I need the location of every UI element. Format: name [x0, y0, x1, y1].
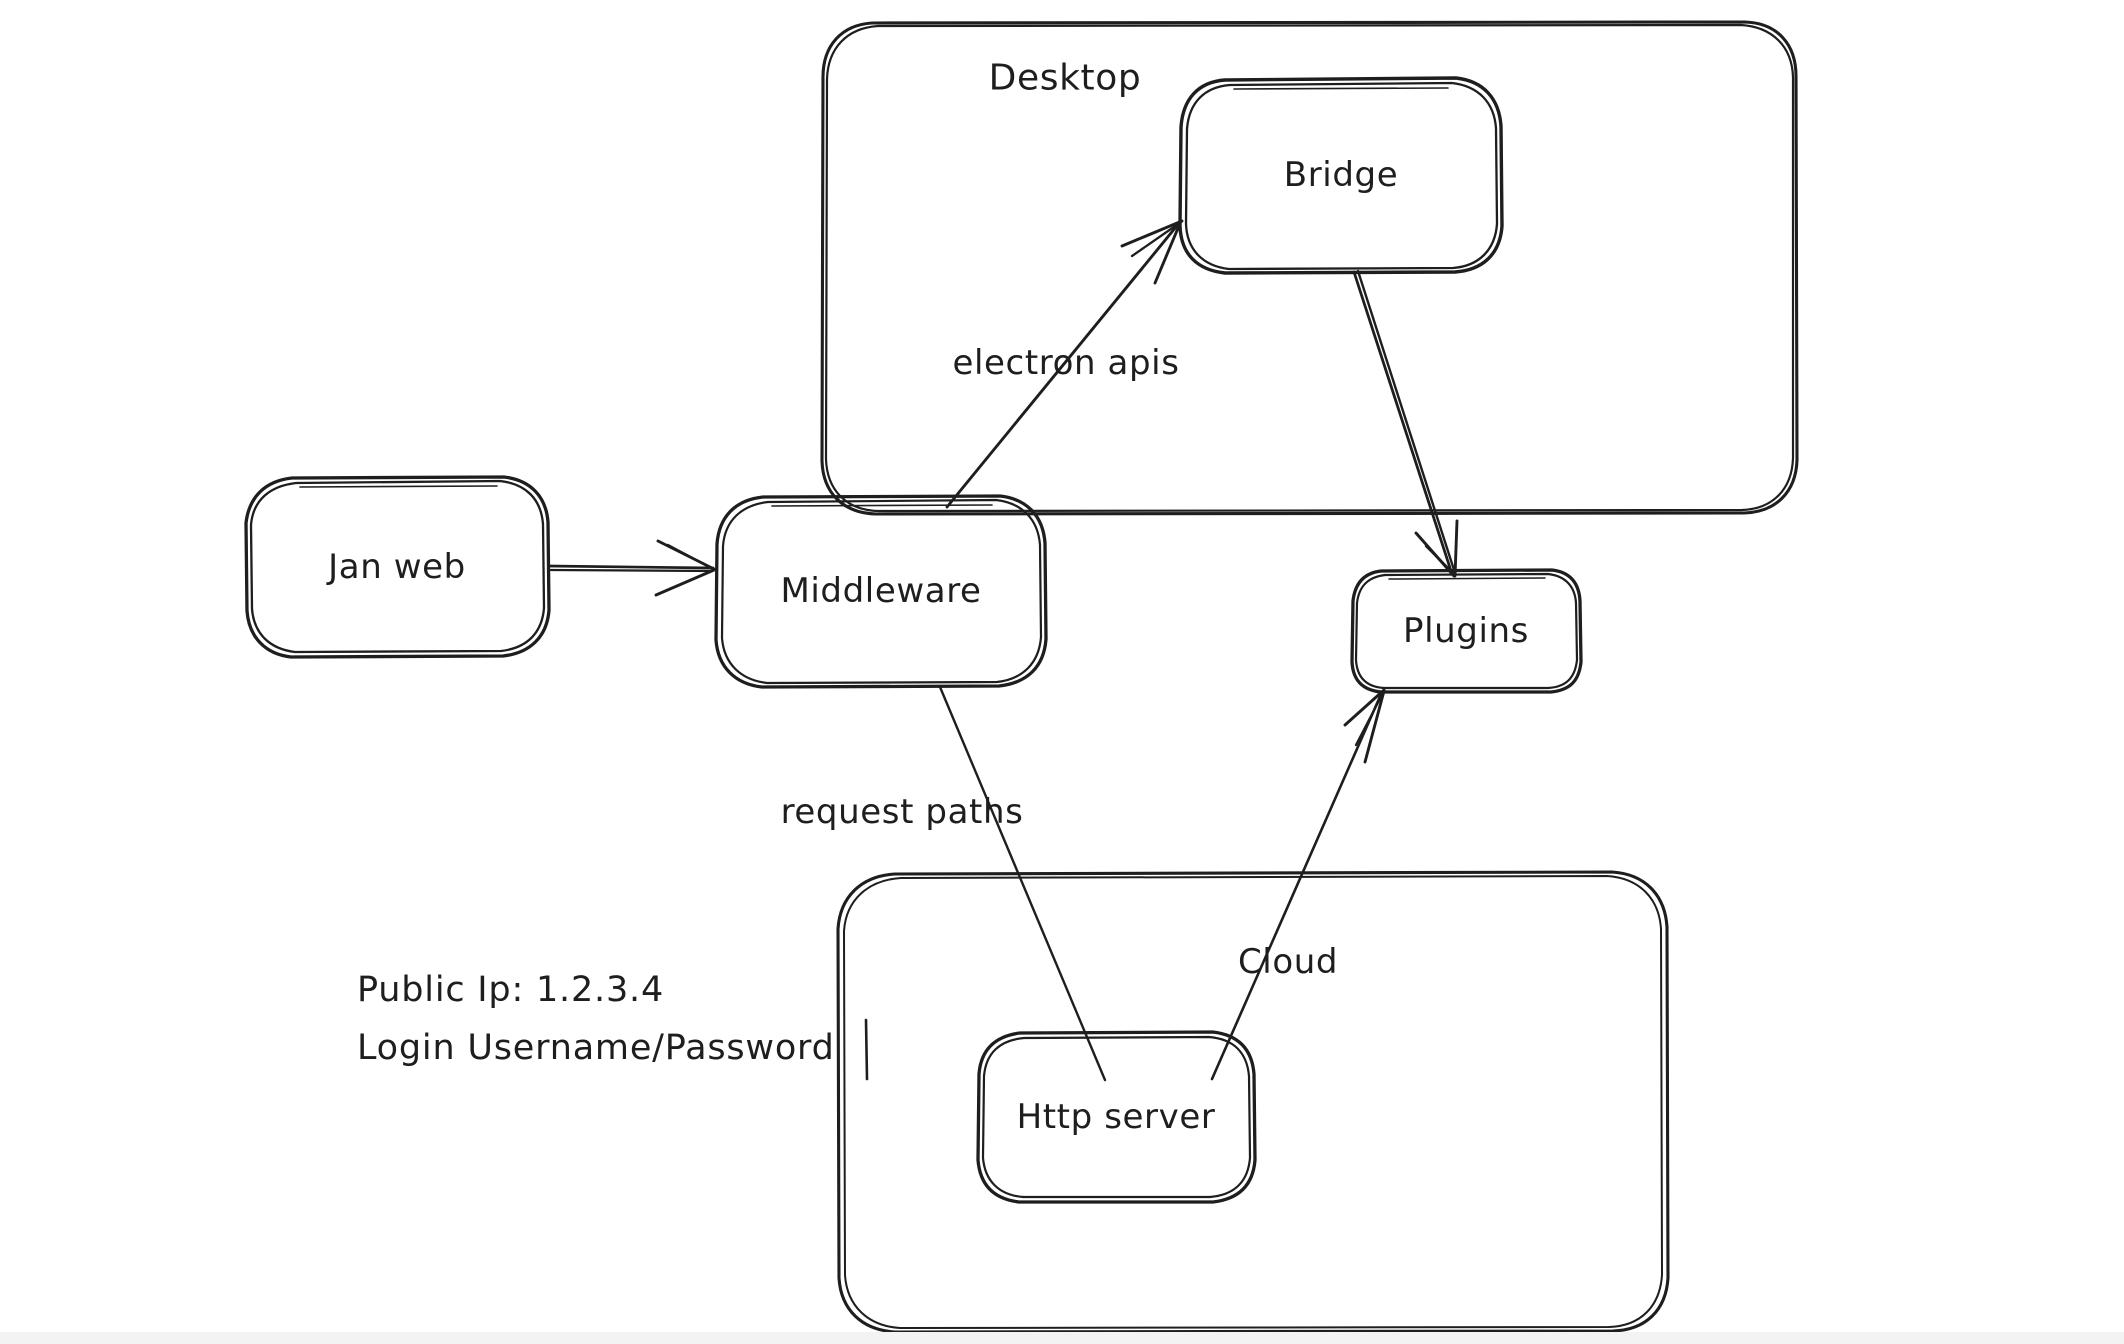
node-label-jan-web[interactable]: Jan web [328, 547, 466, 587]
edge-label-cloud: Cloud [1237, 942, 1339, 982]
edge-httpserver-to-plugins [1210, 688, 1386, 1081]
note-stray-stroke [864, 1018, 869, 1081]
node-plugins-outline [1350, 568, 1583, 694]
edge-httpserver-to-middleware [938, 685, 1107, 1082]
group-label-desktop: Desktop [988, 57, 1142, 99]
node-jan-web-outline [244, 475, 551, 659]
edge-label-request-paths: request paths [780, 792, 1024, 832]
edge-bridge-to-plugins [1352, 269, 1459, 578]
edge-middleware-to-bridge [945, 219, 1184, 509]
node-middleware-outline [714, 494, 1048, 689]
note-public-ip: Public Ip: 1.2.3.4 [357, 970, 665, 1010]
node-label-plugins[interactable]: Plugins [1403, 611, 1529, 651]
edge-janweb-to-middleware [547, 539, 716, 597]
node-http-server-outline [976, 1030, 1257, 1204]
group-desktop-outline [820, 20, 1799, 516]
edge-label-electron-apis: electron apis [952, 343, 1180, 383]
group-cloud-outline [836, 870, 1670, 1334]
bottom-edge-strip [0, 1332, 2124, 1344]
node-label-middleware[interactable]: Middleware [780, 571, 982, 611]
node-bridge-outline [1178, 76, 1504, 275]
note-login-credentials: Login Username/Password [357, 1028, 835, 1068]
node-label-http-server[interactable]: Http server [1016, 1097, 1216, 1137]
node-label-bridge[interactable]: Bridge [1283, 155, 1399, 195]
